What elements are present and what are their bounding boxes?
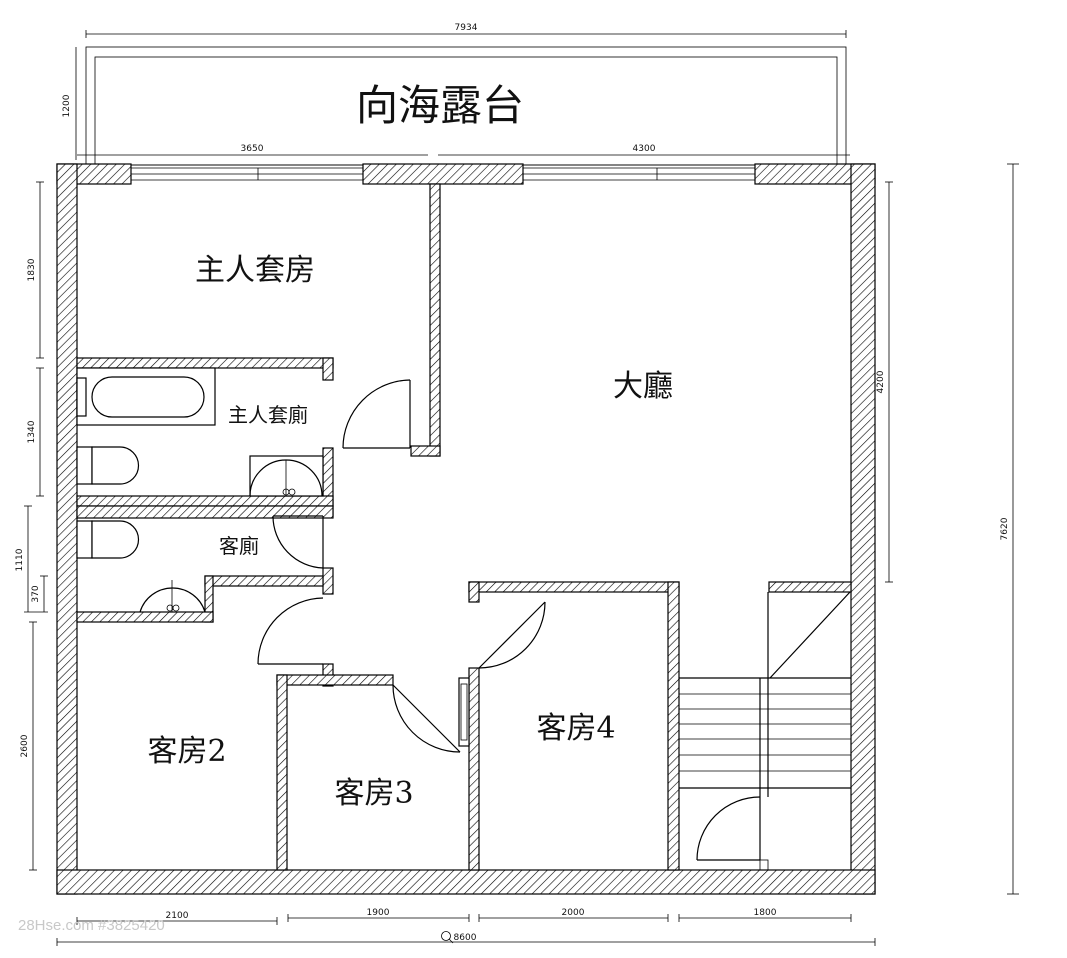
dim-top-left: 3650 [241, 144, 264, 154]
guest-toilet-fixtures [76, 520, 206, 613]
dim-terrace-depth: 1200 [62, 94, 72, 117]
doors [257, 379, 761, 861]
dim-bottom-3: 2000 [562, 908, 585, 918]
guest-toilet-label: 客廁 [219, 534, 259, 558]
dim-left-1: 1830 [27, 258, 37, 281]
guest-room-3-label: 客房3 [334, 776, 413, 811]
dim-bottom-1: 2100 [166, 911, 189, 921]
watermark: 28Hse.com #3825420 [18, 917, 165, 934]
outer-walls [56, 163, 876, 895]
dim-left-4: 370 [31, 585, 41, 602]
staircase [679, 591, 851, 871]
master-bath-label: 主人套廁 [228, 403, 308, 427]
dim-bottom-4: 1800 [754, 908, 777, 918]
dim-left-3: 1110 [15, 548, 25, 571]
living-room-label: 大廳 [613, 369, 673, 404]
terrace-label: 向海露台 [356, 81, 524, 130]
terrace: 向海露台 [85, 46, 847, 166]
dim-left-2: 1340 [27, 420, 37, 443]
top-windows [131, 167, 755, 181]
dim-left-5: 2600 [20, 734, 30, 757]
dim-terrace-width: 7934 [455, 23, 478, 33]
magnifier-icon [441, 931, 454, 944]
dim-right-total: 7620 [1000, 517, 1010, 540]
master-bath-fixtures [76, 367, 324, 497]
dim-bottom-total: 8600 [454, 933, 477, 943]
dim-bottom-2: 1900 [367, 908, 390, 918]
closet [458, 677, 470, 747]
dim-top-right: 4300 [633, 144, 656, 154]
interior-walls [76, 183, 852, 871]
dimension-lines: 7934 1200 3650 4300 1830 1340 1110 370 2… [15, 23, 1019, 946]
guest-room-2-label: 客房2 [147, 734, 226, 769]
guest-room-4-label: 客房4 [536, 711, 615, 746]
dim-right-1: 4200 [876, 370, 886, 393]
master-bedroom-label: 主人套房 [195, 253, 315, 288]
